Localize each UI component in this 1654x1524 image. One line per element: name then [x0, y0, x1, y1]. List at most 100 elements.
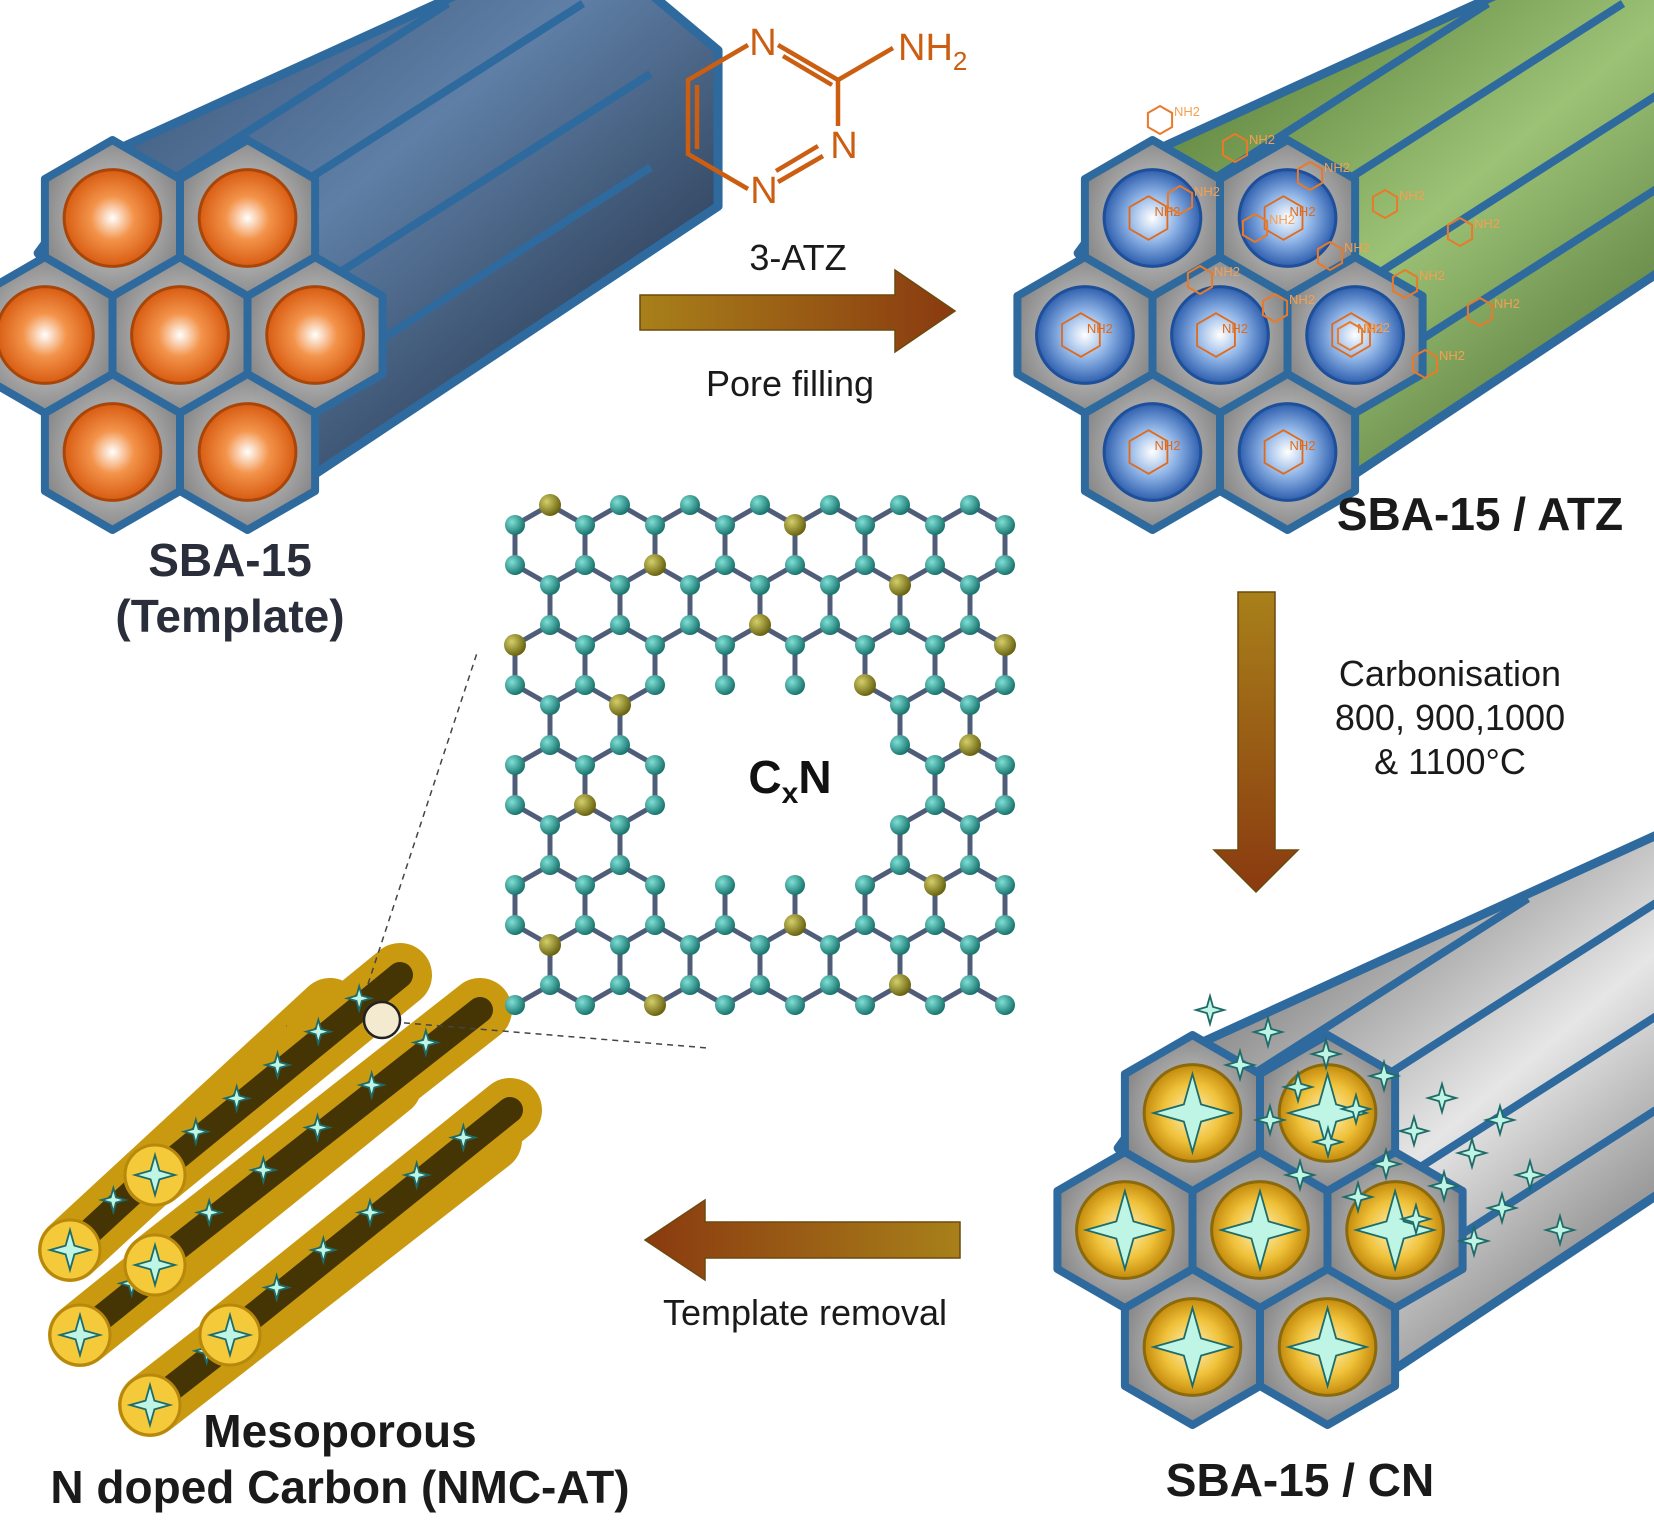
nitrogen-atom	[644, 554, 666, 576]
carbon-atom	[505, 515, 525, 535]
sba15-line-1: SBA-15	[148, 534, 312, 586]
carbon-atom	[855, 995, 875, 1015]
carbon-atom	[715, 635, 735, 655]
channel-pore	[1237, 402, 1338, 502]
carbon-atom	[960, 935, 980, 955]
carbon-atom	[540, 815, 560, 835]
nitrogen-atom	[959, 734, 981, 756]
nitrogen-atom	[504, 634, 526, 656]
nitrogen-atom	[889, 574, 911, 596]
carbon-atom	[715, 555, 735, 575]
carbon-atom	[680, 975, 700, 995]
sba15-atz-label: SBA-15 / ATZ	[1336, 488, 1624, 540]
carbon-atom	[995, 995, 1015, 1015]
cn-star-icon	[248, 1154, 279, 1186]
atz-name-label: 3-ATZ	[749, 237, 847, 278]
carbon-atom	[610, 495, 630, 515]
atz-ring-icon	[1128, 429, 1169, 475]
atz-ring-icon	[1466, 296, 1494, 328]
carbon-atom	[890, 935, 910, 955]
carbon-atom	[960, 975, 980, 995]
carbon-rod	[123, 978, 512, 1297]
nitrogen-atom	[539, 934, 561, 956]
atz-ring-icon	[1241, 212, 1269, 244]
carbon-atom	[715, 675, 735, 695]
carbon-atom	[925, 515, 945, 535]
carbon-atom	[925, 755, 945, 775]
carbon-atom	[960, 615, 980, 635]
atz-tag: NH2	[1399, 188, 1425, 203]
cn-star-icon	[401, 1159, 432, 1191]
atz-tag: NH2	[1364, 320, 1390, 335]
atz-ring-icon	[1296, 160, 1324, 192]
sba15-line-2: (Template)	[115, 590, 345, 642]
cn-star-icon	[1280, 1069, 1316, 1105]
channel-pore	[62, 168, 163, 268]
atz-tag: NH2	[1269, 212, 1295, 227]
zoom-line-top	[367, 649, 479, 985]
channel-pore	[197, 402, 298, 502]
carbon-atom	[925, 795, 945, 815]
carbon-atom	[995, 755, 1015, 775]
prism-cn	[1053, 831, 1654, 1429]
cn-star-icon	[131, 1241, 179, 1289]
cn-star-icon	[1396, 1113, 1432, 1149]
carbon-atom	[540, 615, 560, 635]
cn-star-icon	[1398, 1201, 1434, 1237]
carbon-atom	[540, 695, 560, 715]
nitrogen-atom	[994, 634, 1016, 656]
atz-ring-icon	[1061, 312, 1101, 358]
carbon-atom	[960, 855, 980, 875]
cn-star-icon	[354, 1197, 386, 1228]
atz-ring-icon	[1166, 184, 1194, 216]
nitrogen-atom	[539, 494, 561, 516]
cn-star-icon	[302, 1112, 333, 1143]
carbon-atom	[505, 995, 525, 1015]
carbon-atom	[785, 995, 805, 1015]
carbon-atom	[960, 495, 980, 515]
carbon-atom	[820, 495, 840, 515]
carbon-atom	[750, 575, 770, 595]
channel-pore	[0, 285, 95, 385]
atz-ring-icon	[1263, 429, 1304, 475]
sba15-cn-label: SBA-15 / CN	[1165, 1454, 1435, 1506]
carbon-atom	[575, 555, 595, 575]
atz-tag: NH2	[1290, 204, 1316, 219]
atz-tag: NH2	[1174, 104, 1200, 119]
prism-ridge	[1392, 1012, 1654, 1187]
atz-tag: NH2	[1154, 438, 1180, 453]
atz-tag: NH2	[1357, 321, 1383, 336]
channel-pore	[1035, 285, 1135, 385]
carbon-atom	[540, 735, 560, 755]
carbon-atom	[925, 635, 945, 655]
cn-star-icon	[1252, 1102, 1288, 1138]
channel-pore	[62, 402, 163, 502]
carbonisation-line-3: & 1100°C	[1374, 741, 1526, 782]
carbon-atom	[610, 575, 630, 595]
cn-star-icon	[1366, 1058, 1402, 1094]
cn-star-icon	[126, 1381, 174, 1429]
atz-tag: NH2	[1087, 321, 1113, 336]
cn-star-icon	[1308, 1036, 1344, 1072]
carbon-atom	[890, 815, 910, 835]
atz-ring-icon	[1371, 188, 1399, 220]
cn-star-icon	[262, 1049, 293, 1081]
carbon-atom	[680, 575, 700, 595]
carbon-atom	[995, 515, 1015, 535]
cn-star-icon	[303, 1016, 334, 1047]
nitrogen-atom	[749, 614, 771, 636]
channel-pore	[265, 285, 365, 385]
atz-tag: NH2	[1289, 292, 1315, 307]
atz-ring-icon	[1196, 312, 1236, 358]
carbonisation-line-1: Carbonisation	[1338, 653, 1562, 694]
carbon-atom	[645, 675, 665, 695]
prism-template	[0, 0, 723, 534]
template-removal-label: Template removal	[662, 1292, 948, 1333]
carbon-atom	[645, 755, 665, 775]
nitrogen-atom	[889, 974, 911, 996]
carbonisation-line-2: 800, 900,1000	[1334, 697, 1566, 738]
carbon-atom	[820, 615, 840, 635]
atz-ring-icon	[1221, 132, 1249, 164]
cn-star-icon	[1512, 1157, 1548, 1193]
